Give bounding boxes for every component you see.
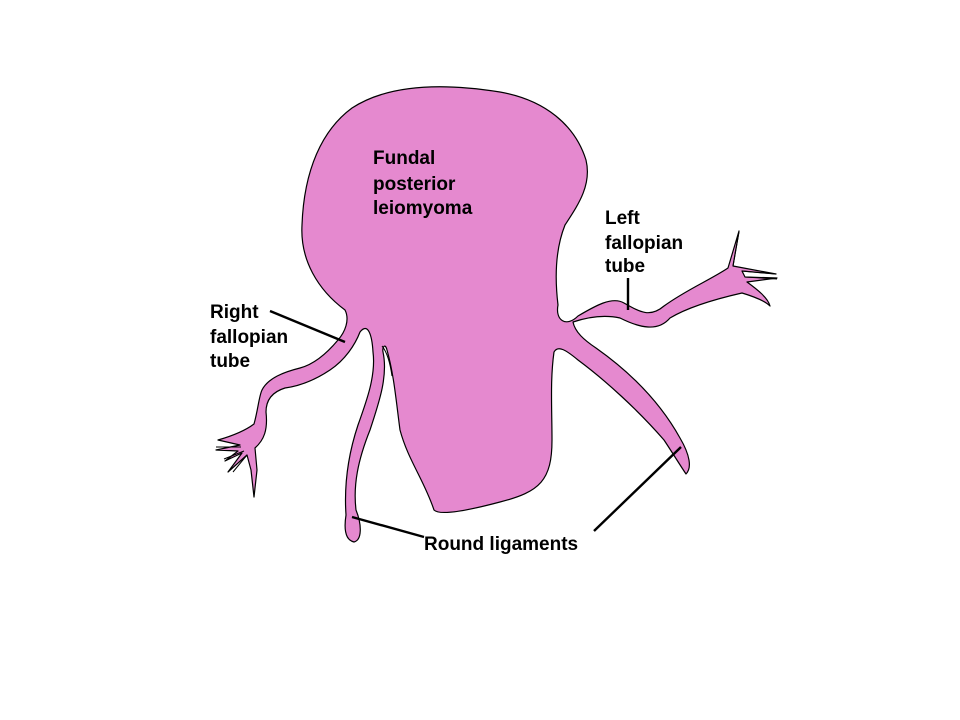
leader-round-ligament-left (593, 446, 682, 532)
left-fimbria-lines (732, 231, 778, 280)
left-tube-label-line-1: Left (605, 208, 641, 229)
fundal-label-line-2: posterior (373, 174, 456, 195)
left-fallopian-tube-label: Left fallopian tube (605, 208, 688, 277)
leader-right-tube (269, 309, 346, 344)
fundal-label-line-3: leiomyoma (373, 198, 473, 219)
right-tube-label-line-3: tube (210, 351, 250, 372)
fundal-label-line-1: Fundal (373, 148, 435, 169)
left-tube-label-line-3: tube (605, 256, 645, 277)
fundal-leiomyoma-label: Fundal posterior leiomyoma (373, 148, 473, 219)
uterus-with-leiomyoma (215, 86, 778, 543)
right-fallopian-tube-label: Right fallopian tube (210, 302, 293, 372)
leader-round-ligament-right (351, 515, 425, 539)
left-tube-label-line-2: fallopian (605, 233, 683, 254)
uterine-inner-edge (381, 345, 393, 377)
round-ligaments-label: Round ligaments (424, 534, 578, 555)
right-tube-label-line-2: fallopian (210, 327, 288, 348)
right-tube-label-line-1: Right (210, 302, 259, 323)
right-fimbria-lines (216, 446, 248, 473)
